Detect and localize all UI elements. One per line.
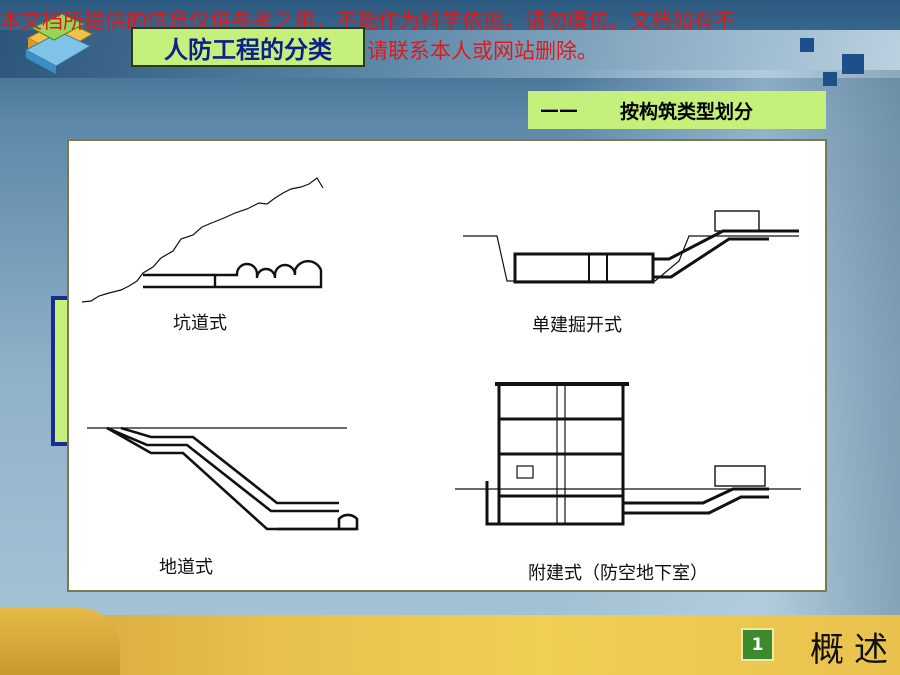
deco-square-3 [823,72,837,86]
slide-subtitle: —— 按构筑类型划分 [528,91,826,129]
passage-type-drawing [87,426,359,531]
books-icon [24,13,94,74]
subtitle-text: 按构筑类型划分 [620,100,754,123]
caption-passage: 地道式 [159,557,213,578]
slide-title: 人防工程的分类 [131,27,365,67]
subtitle-dash: —— [540,99,578,121]
footer-corner [0,608,120,675]
caption-attached: 附建式（防空地下室） [528,563,708,584]
shelter-types-diagram [81,177,801,531]
deco-square-1 [800,38,814,52]
caption-open-cut: 单建掘开式 [532,315,622,336]
tunnel-type-drawing [81,177,324,303]
figure-panel: 坑道式 单建掘开式 地道式 附建式（防空地下室） [67,139,827,592]
watermark-line-1: 本文档所提供的信息仅供参考之用，不能作为科学依据，请勿模仿。文档如有不 [0,9,735,33]
caption-tunnel: 坑道式 [173,313,227,334]
watermark-line-2: 请联系本人或网站删除。 [367,39,598,63]
section-title: 概述 [810,630,898,670]
deco-square-2 [842,54,864,74]
open-cut-type-drawing [463,210,799,284]
side-bracket [51,296,69,446]
attached-type-drawing [455,382,801,526]
page-number-badge: 1 [741,628,774,661]
